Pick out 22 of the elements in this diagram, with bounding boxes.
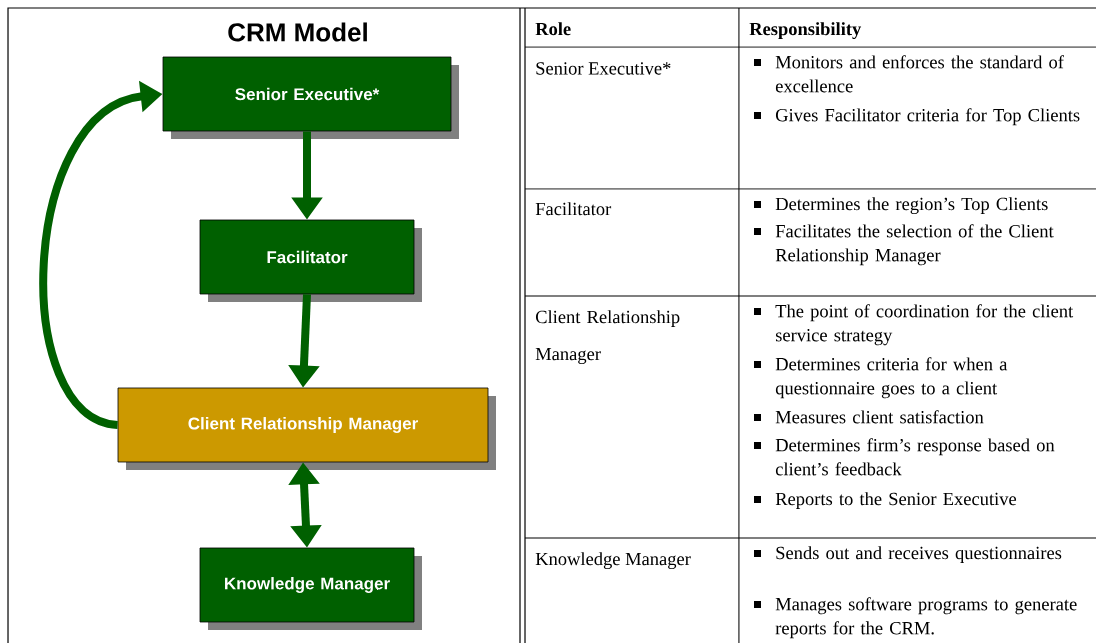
process-box: Client Relationship Manager [117, 387, 496, 470]
bullet-item: Determines the region’s Top Clients [754, 197, 1048, 215]
role-name: Client Relationship Manager [535, 310, 680, 365]
role-name: Knowledge Manager [535, 552, 691, 570]
process-box: Knowledge Manager [199, 547, 422, 630]
bullet-item: Facilitates the selection of the Client Relationship Manager [754, 224, 1054, 266]
bullet-item: The point of coordination for the client service strategy [754, 304, 1074, 346]
role-name: Facilitator [535, 202, 612, 216]
bullet-item: Determines firm’s response based on client’s feedback [754, 438, 1055, 476]
bullet-item: Measures client satisfaction [754, 410, 984, 424]
column-header: Role [535, 22, 571, 36]
bullet-item: Sends out and receives questionnaires [754, 546, 1062, 563]
title: CRM Model [228, 22, 367, 42]
bullet-item: Gives Facilitator criteria for Top Clients [754, 108, 1080, 126]
bullet-item: Monitors and enforces the standard of excellence [754, 55, 1064, 93]
bullet-item: Manages software programs to generate reports for the CRM. [754, 597, 1077, 639]
process-box: Facilitator [199, 219, 422, 302]
column-header: Responsibility [749, 22, 862, 40]
bullet-item: Reports to the Senior Executive [754, 492, 1017, 509]
role-name: Senior Executive* [536, 62, 671, 75]
process-box: Senior Executive* [162, 56, 459, 139]
bullet-item: Determines criteria for when a questionnaire goes to a client [754, 357, 1008, 399]
